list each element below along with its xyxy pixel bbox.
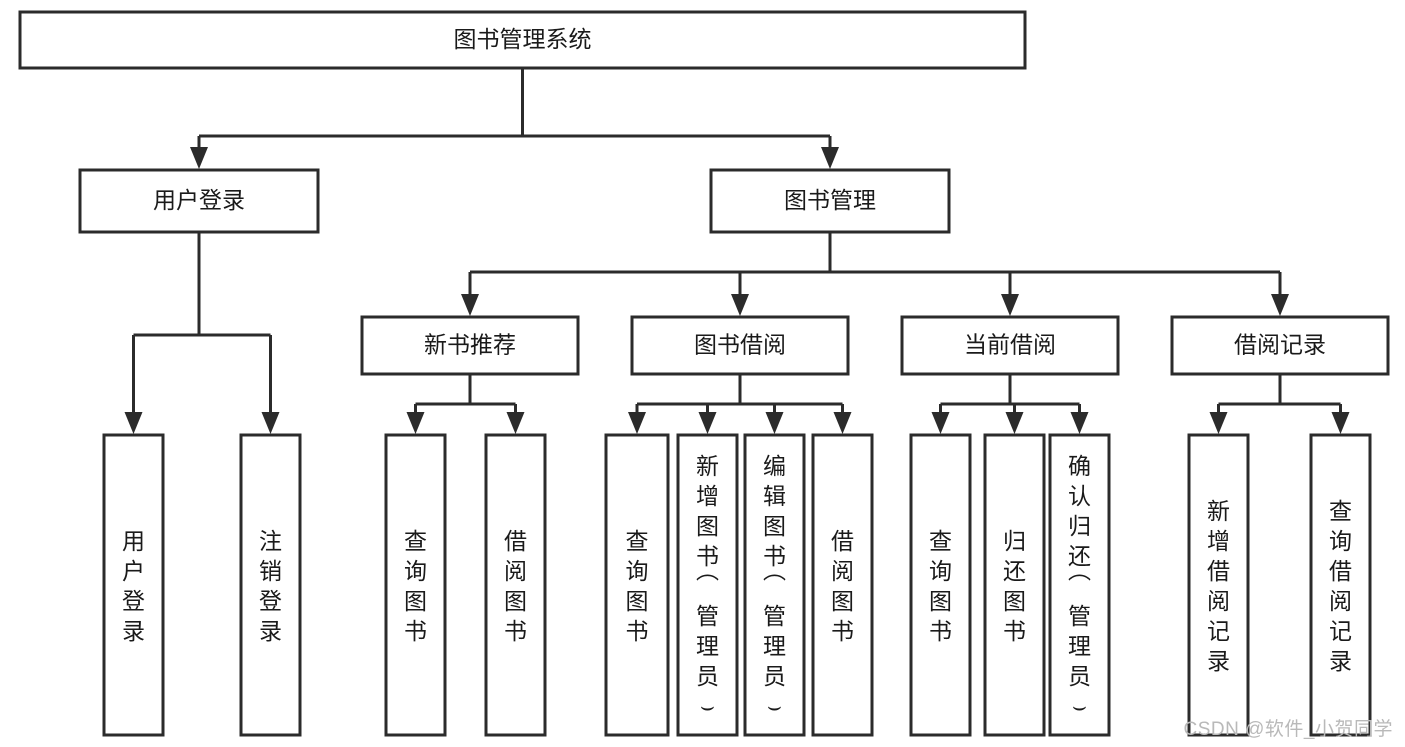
node-box[interactable] (900, 315, 1120, 376)
node-label: 图书管理系统 (454, 26, 592, 52)
node-label: 图书管理 (784, 187, 876, 213)
node-查询借阅记录-r-query[interactable]: 查询借阅记录 (1309, 433, 1372, 737)
node-box[interactable] (1309, 433, 1372, 737)
csdn-watermark: CSDN @软件_小贺同学 (1183, 719, 1393, 740)
arrow-head-icon (1070, 412, 1089, 434)
node-查询图书-b-query[interactable]: 查询图书 (604, 433, 670, 737)
node-label: 新增图书⌒管理员⌣ (696, 453, 719, 719)
node-box[interactable] (102, 433, 165, 737)
node-box[interactable] (18, 10, 1027, 70)
arrow-head-icon (1331, 412, 1350, 434)
node-box[interactable] (983, 433, 1046, 737)
arrow-head-icon (1001, 294, 1019, 316)
node-label: 当前借阅 (964, 332, 1056, 358)
node-新增借阅记录-r-add[interactable]: 新增借阅记录 (1187, 433, 1250, 737)
node-box[interactable] (811, 433, 874, 737)
node-注销登录-l-logout[interactable]: 注销登录 (239, 433, 302, 737)
node-新书推荐-newrec[interactable]: 新书推荐 (360, 315, 580, 376)
node-label: 查询图书 (929, 528, 952, 644)
node-label: 新增借阅记录 (1207, 498, 1230, 674)
node-编辑图书管理员-b-edit[interactable]: 编辑图书⌒管理员⌣ (743, 433, 806, 737)
node-box[interactable] (1170, 315, 1390, 376)
arrow-head-icon (261, 412, 280, 434)
arrow-head-icon (461, 294, 479, 316)
node-借阅图书-n-borrow[interactable]: 借阅图书 (484, 433, 547, 737)
node-box[interactable] (604, 433, 670, 737)
arrow-head-icon (190, 147, 208, 169)
node-box[interactable] (909, 433, 972, 737)
node-label: 查询借阅记录 (1329, 498, 1352, 674)
edges-layer (124, 68, 1350, 434)
node-box[interactable] (743, 433, 806, 737)
arrow-head-icon (406, 412, 425, 434)
node-label: 编辑图书⌒管理员⌣ (763, 453, 786, 719)
node-确认归还管理员-c-confirm[interactable]: 确认归还⌒管理员⌣ (1048, 433, 1111, 737)
arrow-head-icon (731, 294, 749, 316)
node-box[interactable] (676, 433, 739, 737)
arrow-head-icon (698, 412, 717, 434)
arrow-head-icon (1005, 412, 1024, 434)
node-label: 用户登录 (153, 187, 245, 213)
connector-group-newrec (406, 374, 525, 434)
node-查询图书-n-query[interactable]: 查询图书 (384, 433, 447, 737)
arrow-head-icon (931, 412, 950, 434)
arrow-head-icon (833, 412, 852, 434)
node-label: 确认归还⌒管理员⌣ (1068, 453, 1091, 719)
node-label: 查询图书 (404, 528, 427, 644)
nodes-layer: 图书管理系统用户登录图书管理新书推荐图书借阅当前借阅借阅记录用户登录注销登录查询… (18, 10, 1390, 737)
connector-group-root (190, 68, 839, 169)
node-label: 图书借阅 (694, 332, 786, 358)
connector-group-current (931, 374, 1089, 434)
node-box[interactable] (1048, 433, 1111, 737)
node-label: 归还图书 (1003, 528, 1026, 644)
node-当前借阅-current[interactable]: 当前借阅 (900, 315, 1120, 376)
connector-group-bookmgmt (461, 232, 1289, 316)
node-借阅记录-records[interactable]: 借阅记录 (1170, 315, 1390, 376)
node-用户登录-login[interactable]: 用户登录 (78, 168, 320, 234)
node-图书借阅-borrow[interactable]: 图书借阅 (630, 315, 850, 376)
node-新增图书管理员-b-add[interactable]: 新增图书⌒管理员⌣ (676, 433, 739, 737)
node-归还图书-c-return[interactable]: 归还图书 (983, 433, 1046, 737)
node-label: 借阅图书 (504, 528, 527, 644)
connector-group-login (124, 232, 280, 434)
arrow-head-icon (765, 412, 784, 434)
node-box[interactable] (239, 433, 302, 737)
connector-group-borrow (628, 374, 852, 434)
arrow-head-icon (1209, 412, 1228, 434)
arrow-head-icon (628, 412, 646, 434)
node-图书管理系统-root[interactable]: 图书管理系统 (18, 10, 1027, 70)
node-label: 借阅记录 (1234, 332, 1326, 358)
node-label: 借阅图书 (831, 528, 854, 644)
node-label: 用户登录 (122, 528, 145, 644)
node-box[interactable] (709, 168, 951, 234)
node-box[interactable] (384, 433, 447, 737)
node-box[interactable] (1187, 433, 1250, 737)
arrow-head-icon (821, 147, 839, 169)
arrow-head-icon (1271, 294, 1289, 316)
node-box[interactable] (630, 315, 850, 376)
node-box[interactable] (78, 168, 320, 234)
node-box[interactable] (360, 315, 580, 376)
node-用户登录-l-login[interactable]: 用户登录 (102, 433, 165, 737)
node-label: 查询图书 (626, 528, 649, 644)
node-借阅图书-b-borrow[interactable]: 借阅图书 (811, 433, 874, 737)
connector-group-records (1209, 374, 1350, 434)
node-查询图书-c-query[interactable]: 查询图书 (909, 433, 972, 737)
arrow-head-icon (506, 412, 525, 434)
node-label: 新书推荐 (424, 332, 516, 358)
node-label: 注销登录 (259, 528, 282, 644)
arrow-head-icon (124, 412, 143, 434)
node-box[interactable] (484, 433, 547, 737)
node-图书管理-bookmgmt[interactable]: 图书管理 (709, 168, 951, 234)
